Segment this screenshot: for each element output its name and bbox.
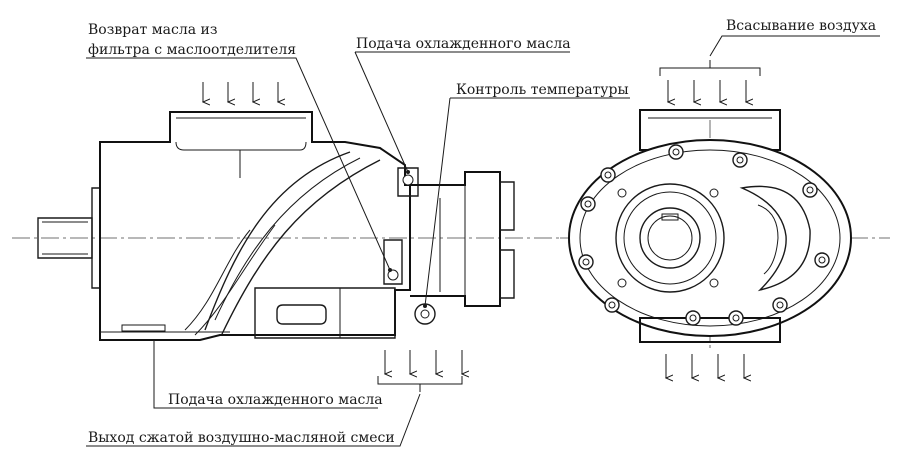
label-air-intake: Всасывание воздуха [726,18,876,34]
end-boss-top [499,181,515,231]
front-intake-arrows [659,60,761,102]
bolt-holes [578,144,830,326]
label-mixture-outlet: Выход сжатой воздушно-масляной смеси [88,430,395,446]
leader-temperature [425,97,630,306]
crescent-port [739,185,811,292]
intake-brace [659,60,761,76]
main-bore [615,183,725,293]
leader-lines [86,35,880,447]
leader-oil-supply-bottom [153,340,378,409]
label-temperature-control: Контроль температуры [456,82,629,98]
oil-return-fitting [383,239,403,285]
end-cover [410,171,501,307]
lower-slot [276,304,327,325]
leader-oil-return [86,57,392,272]
compressor-housing [99,111,411,341]
oil-port-bottom [121,324,166,332]
outlet-brace [377,376,463,392]
front-outlet-arrows [666,354,744,378]
label-oil-supply-bottom: Подача охлажденного масла [168,392,383,408]
front-view [560,109,890,352]
side-inlet-arrows [203,82,278,102]
leader-oil-supply-top [354,51,570,172]
side-outlet-arrows [377,350,463,392]
temperature-port [414,303,436,325]
label-oil-return-line1: Возврат масла из [88,22,217,38]
intake-housing [639,109,781,151]
side-view [12,111,560,341]
leader-air-intake [709,35,880,57]
leader-mixture-outlet [86,393,421,447]
lower-block [254,287,396,339]
label-oil-supply-top: Подача охлажденного масла [356,36,571,52]
label-oil-return-line2: фильтра с маслоотделителя [88,42,296,58]
end-boss-bottom [499,249,515,299]
